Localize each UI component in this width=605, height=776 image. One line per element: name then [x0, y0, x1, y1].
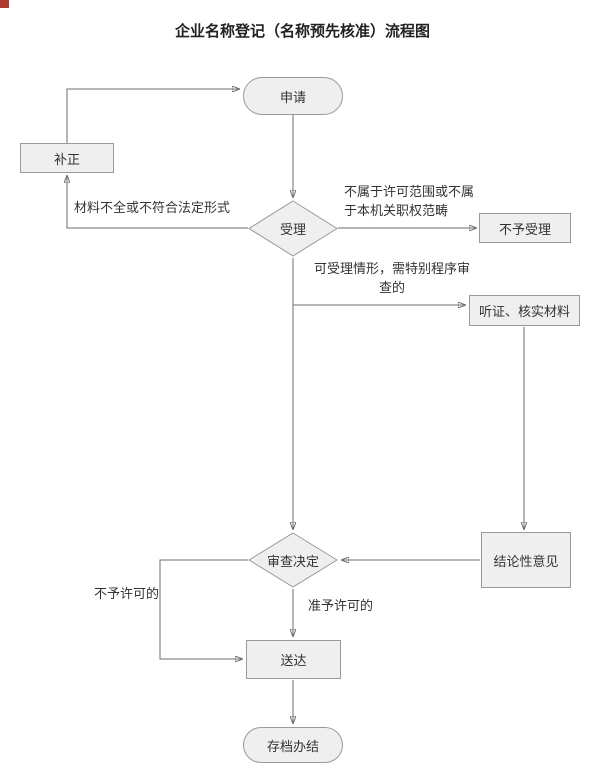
node-correction-label: 补正: [53, 151, 80, 167]
edge-label-not-permitted: 不予许可的: [94, 586, 160, 601]
node-conclusion-label: 结论性意见: [493, 553, 559, 569]
node-not-accepted: 不予受理: [479, 213, 571, 243]
review-decision-diamond-shape: [248, 532, 338, 588]
acceptance-diamond-shape: [248, 200, 338, 257]
node-archive: 存档办结: [243, 727, 343, 763]
node-review-decision: 审查决定: [248, 532, 338, 588]
edge-acceptance-to-correction: [67, 175, 248, 229]
node-acceptance-label: 受理: [279, 222, 306, 237]
edge-label-permitted: 准予许可的: [308, 598, 374, 613]
node-apply: 申请: [243, 77, 343, 115]
edge-label-out-of-scope: 不属于许可范围或不属 于本机关职权范畴: [344, 184, 475, 218]
edge-review-decision-denied-to-delivery: [159, 559, 248, 659]
corner-marker: [0, 0, 9, 8]
node-hearing: 听证、核实材料: [469, 295, 580, 326]
node-delivery: 送达: [246, 640, 341, 679]
node-correction: 补正: [20, 143, 114, 173]
node-review-decision-label: 审查决定: [266, 553, 319, 569]
edge-label-special-procedure: 可受理情形，需特别程序审 查的: [313, 261, 470, 295]
node-not-accepted-label: 不予受理: [498, 221, 551, 237]
node-conclusion: 结论性意见: [481, 532, 571, 588]
page-title: 企业名称登记（名称预先核准）流程图: [174, 23, 430, 40]
node-archive-label: 存档办结: [266, 738, 319, 754]
node-delivery-label: 送达: [280, 653, 307, 668]
edge-label-incomplete-materials: 材料不全或不符合法定形式: [74, 200, 231, 215]
node-acceptance: 受理: [248, 200, 338, 257]
edge-correction-to-apply: [66, 89, 240, 143]
node-hearing-label: 听证、核实材料: [478, 304, 570, 319]
node-apply-label: 申请: [279, 89, 306, 105]
